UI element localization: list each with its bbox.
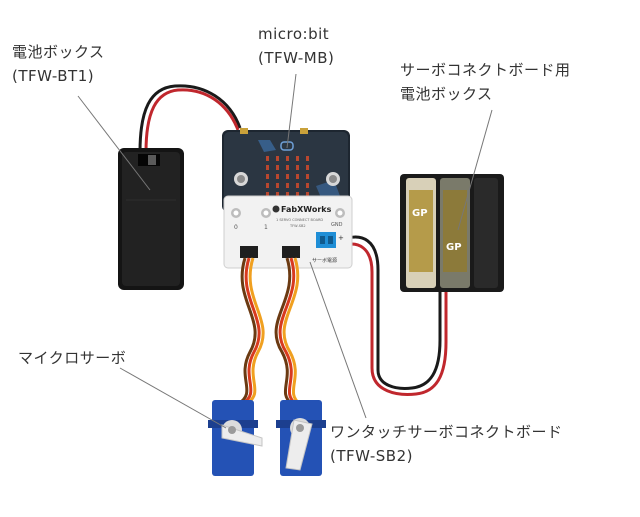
led-icon bbox=[306, 165, 309, 170]
led-icon bbox=[306, 192, 309, 197]
label-battery-box-model: (TFW-BT1) bbox=[12, 67, 95, 85]
label-servo-battery-box-line2: 電池ボックス bbox=[400, 85, 493, 103]
pointer-servo-battery-box bbox=[457, 109, 493, 231]
gnd-label: GND bbox=[331, 222, 343, 228]
servo-connect-board-tfw-sb2: 0 1 GND FabXWorks 1 SERVO CONNECT BOARD … bbox=[223, 195, 353, 269]
servo-power-label: サーボ電源 bbox=[312, 257, 337, 264]
led-icon bbox=[286, 183, 289, 188]
board-model: TFW-SB2 bbox=[289, 224, 306, 228]
led-icon bbox=[296, 183, 299, 188]
label-battery-box: 電池ボックス (TFW-BT1) bbox=[12, 40, 105, 88]
battery-box-tfw-bt1 bbox=[118, 148, 184, 290]
led-icon bbox=[296, 165, 299, 170]
led-icon bbox=[306, 156, 309, 161]
led-icon bbox=[286, 156, 289, 161]
led-icon bbox=[266, 156, 269, 161]
label-micro-servo-name: マイクロサーボ bbox=[18, 349, 127, 367]
led-icon bbox=[266, 183, 269, 188]
led-icon bbox=[286, 165, 289, 170]
label-servo-board-model: (TFW-SB2) bbox=[330, 447, 413, 465]
led-icon bbox=[286, 192, 289, 197]
label-servo-board: ワンタッチサーボコネクトボード (TFW-SB2) bbox=[330, 420, 563, 468]
label-microbit-name: micro:bit bbox=[258, 25, 330, 43]
pointer-battery-box bbox=[77, 95, 151, 191]
servo-battery-wire bbox=[341, 235, 448, 396]
servo-header-1 bbox=[282, 246, 300, 258]
label-microbit: micro:bit (TFW-MB) bbox=[258, 22, 334, 70]
led-icon bbox=[276, 183, 279, 188]
led-icon bbox=[306, 174, 309, 179]
label-servo-battery-box-line1: サーボコネクトボード用 bbox=[400, 61, 571, 79]
label-battery-box-name: 電池ボックス bbox=[12, 43, 105, 61]
led-icon bbox=[276, 156, 279, 161]
pin-0-label: 0 bbox=[234, 224, 238, 231]
led-icon bbox=[286, 174, 289, 179]
label-micro-servo: マイクロサーボ bbox=[18, 346, 126, 370]
pointer-servo-board bbox=[309, 261, 367, 419]
pointer-lines bbox=[77, 73, 493, 429]
led-matrix bbox=[266, 156, 309, 197]
microbit-tfw-mb bbox=[222, 128, 350, 212]
label-servo-battery-box: サーボコネクトボード用 電池ボックス bbox=[400, 58, 571, 106]
led-icon bbox=[296, 156, 299, 161]
micro-servo-left bbox=[208, 400, 263, 476]
servo-cables bbox=[237, 257, 302, 406]
led-icon bbox=[266, 174, 269, 179]
battery-box-wire bbox=[138, 84, 242, 153]
led-icon bbox=[276, 192, 279, 197]
battery-brand-1: GP bbox=[412, 208, 428, 219]
fabxworks-logo-icon bbox=[272, 205, 280, 213]
led-icon bbox=[266, 192, 269, 197]
led-icon bbox=[306, 183, 309, 188]
board-brand: FabXWorks bbox=[281, 205, 332, 214]
servo-battery-box: GP GP bbox=[400, 174, 504, 292]
led-icon bbox=[296, 174, 299, 179]
micro-servo-right bbox=[276, 400, 326, 476]
led-icon bbox=[296, 192, 299, 197]
pointer-micro-servo bbox=[119, 367, 227, 429]
led-icon bbox=[276, 174, 279, 179]
pin-1-label: 1 bbox=[264, 224, 268, 231]
board-subtitle: 1 SERVO CONNECT BOARD bbox=[276, 218, 323, 222]
label-servo-board-name: ワンタッチサーボコネクトボード bbox=[330, 423, 563, 441]
label-microbit-model: (TFW-MB) bbox=[258, 49, 335, 67]
battery-brand-2: GP bbox=[446, 242, 462, 253]
pointer-microbit bbox=[286, 73, 297, 149]
led-icon bbox=[276, 165, 279, 170]
plus-label: + bbox=[338, 234, 344, 242]
led-icon bbox=[266, 165, 269, 170]
servo-header-0 bbox=[240, 246, 258, 258]
